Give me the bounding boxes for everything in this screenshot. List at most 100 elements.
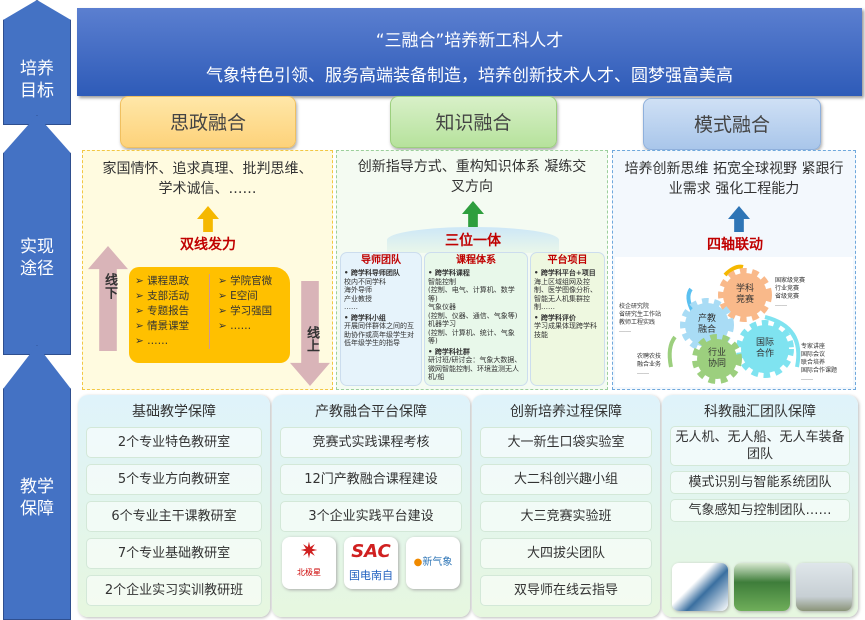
sub-heading: • 跨学科社群 [428, 347, 470, 356]
cycle-arrow [764, 315, 801, 368]
panel-title: 四轴联动 [707, 237, 763, 253]
sub-line: 海上区域组网及控制、医学图像分析、智能无人机集群控制…… [534, 277, 597, 312]
support-title: 产教融合平台保障 [315, 404, 427, 420]
gear-label: 产教 融合 [697, 314, 716, 335]
gear-icon [692, 334, 742, 384]
gear-note: 融合业务 [637, 361, 662, 368]
cycle-arrow [723, 264, 744, 277]
sub-title: 课程体系 [456, 255, 496, 266]
panel-knowledge: 创新指导方式、重构知识体系 凝练交叉方向 三位一体 导师团队• 跨学科导师团队校… [336, 150, 608, 390]
gear-note: 国际会议 [801, 351, 826, 358]
sub-mentor-team: 导师团队• 跨学科导师团队校内不同学科海外导师产业教授……• 跨学科小组开展同伴… [340, 252, 422, 386]
sub-line: 智能控制 [428, 277, 456, 286]
list-item: ➢ 课程思政 [135, 275, 190, 287]
banner-title: “三融合”培养新工科人才 [375, 31, 564, 51]
offline-label: 线下 [102, 273, 117, 299]
sub-line: 产业教授 [344, 294, 372, 303]
tab-ideology: 思政融合 [120, 96, 296, 148]
gear-note: 联合培养 [801, 359, 826, 366]
gear-note: 省研究生工作站 [619, 311, 662, 318]
stage-arrow-path [3, 115, 71, 355]
stage-label-goal: 培养 目标 [20, 59, 54, 101]
gear-notes: 校企研究院省研究生工作站教师工程实践…… [619, 303, 661, 335]
stage-arrow-goal [3, 0, 71, 125]
support-item: 12门产教融合课程建设 [280, 464, 462, 495]
support-item: 竞赛式实践课程考核 [280, 427, 462, 458]
banner-subtitle: 气象特色引领、服务高端装备制造，培养创新技术人才、圆梦强富美高 [206, 66, 733, 86]
support-item: 模式识别与智能系统团队 [670, 471, 850, 494]
gear-note: 农聘农技 [637, 353, 662, 360]
support-item: 双导师在线云指导 [480, 575, 652, 606]
support-title: 创新培养过程保障 [510, 404, 622, 420]
sub-heading: • 跨学科评价 [534, 313, 576, 322]
list-item: ➢ 情景课堂 [135, 320, 190, 332]
gear-note: 行业竞赛 [775, 285, 800, 292]
support-item: 大一新生口袋实验室 [480, 427, 652, 458]
support-title: 基础教学保障 [132, 404, 216, 420]
support-industry-platform: 产教融合平台保障竞赛式实践课程考核 12门产教融合课程建设 3个企业实践平台建设 ✷… [272, 395, 470, 617]
sub-line: 开展同伴群体之间的互助协作或高年级学生对低年级学生的指导 [344, 322, 414, 347]
gear-note: …… [775, 301, 787, 308]
online-list: ➢ 学院官微 ➢ E空间 ➢ 学习强国 ➢ …… [210, 274, 272, 334]
sub-line: (控制、计算机、统计、气象等) [428, 328, 515, 346]
sub-line: 校内不同学科 [344, 277, 386, 286]
panel-desc: 创新指导方式、重构知识体系 凝练交叉方向 [357, 159, 587, 195]
sub-line: …… [344, 303, 358, 311]
support-item: 3个企业实践平台建设 [280, 501, 462, 532]
support-innovation-process: 创新培养过程保障大一新生口袋实验室大二科创兴趣小组大三竞赛实验班大四拔尖团队双导… [472, 395, 660, 617]
sub-line: 研讨班/研讨会：气象大数据、微网智能控制、环境监测无人机/船 [428, 356, 522, 381]
support-item: 6个专业主干课教研室 [86, 501, 262, 532]
list-item: ➢ 学院官微 [218, 275, 273, 287]
support-item: 2个专业特色教研室 [86, 427, 262, 458]
up-arrow-icon [462, 201, 484, 227]
list-item: ➢ 支部活动 [135, 290, 190, 302]
gear-text-layer: 学科 竞赛国家级竞赛行业竞赛省级竞赛……产教 融合校企研究院省研究生工作站教师工… [615, 257, 853, 387]
sub-line: 海外导师 [344, 286, 372, 294]
stage-label-path: 实现 途径 [20, 237, 54, 279]
gear-icon [718, 268, 772, 322]
activity-box: ➢ 课程思政 ➢ 支部活动 ➢ 专题报告 ➢ 情景课堂 ➢ …… ➢ 学院官微 … [129, 267, 290, 363]
support-item: 大二科创兴趣小组 [480, 464, 652, 495]
gear-diagram: 学科 竞赛国家级竞赛行业竞赛省级竞赛……产教 融合校企研究院省研究生工作站教师工… [615, 257, 853, 387]
support-title: 科教融汇团队保障 [704, 404, 816, 420]
airship-field-image [734, 563, 790, 611]
gear-notes: 农聘农技融合业务…… [637, 353, 661, 377]
sub-line: 机器学习 [428, 320, 456, 328]
up-arrow-icon [728, 206, 750, 232]
list-item: ➢ …… [218, 320, 252, 332]
sub-title: 平台项目 [547, 255, 588, 266]
gear-note: 省级竞赛 [775, 293, 800, 300]
cycle-arrow [667, 335, 677, 368]
offline-list: ➢ 课程思政 ➢ 支部活动 ➢ 专题报告 ➢ 情景课堂 ➢ …… [135, 274, 210, 349]
sub-platform: 平台项目 • 跨学科平台+项目海上区域组网及控制、医学图像分析、智能无人机集群控制… [530, 252, 605, 386]
gear-note: 校企研究院 [619, 303, 650, 310]
radar-station-image [796, 563, 852, 611]
gears-svg [667, 264, 801, 384]
panel-desc: 培养创新思维 拓宽全球视野 紧跟行业需求 强化工程能力 [624, 161, 844, 197]
support-item: 5个专业方向教研室 [86, 464, 262, 495]
support-item: 气象感知与控制团队…… [670, 499, 850, 522]
sub-heading: • 跨学科平台+项目 [534, 269, 596, 277]
support-item: 无人机、无人船、无人车装备团队 [670, 426, 850, 466]
goal-banner: “三融合”培养新工科人才 气象特色引领、服务高端装备制造，培养创新技术人才、圆梦… [77, 8, 862, 96]
support-research-team: 科教融汇团队保障无人机、无人船、无人车装备团队模式识别与智能系统团队气象感知与控… [662, 395, 858, 617]
drone-system-image [672, 563, 728, 611]
sub-curriculum: 课程体系• 跨学科课程智能控制(控制、电气、计算机、数学等)气象仪器(控制、仪器… [424, 252, 528, 386]
stage-label-support: 教学 保障 [20, 477, 54, 519]
arc-decoration [387, 227, 559, 253]
gear-icon [736, 320, 794, 378]
list-item: ➢ E空间 [218, 290, 258, 302]
gear-label: 行业 协同 [707, 348, 726, 369]
gear-label: 学科 竞赛 [735, 284, 754, 305]
gear-note: …… [637, 369, 649, 376]
gear-label: 国际 合作 [755, 338, 774, 359]
sub-line: 学习成果体现跨学科技能 [534, 322, 597, 339]
panel-mode: 培养创新思维 拓宽全球视野 紧跟行业需求 强化工程能力 四轴联动 学科 竞赛国家… [612, 150, 856, 390]
sub-heading: • 跨学科小组 [344, 313, 386, 322]
up-arrow-icon [197, 206, 219, 232]
sub-line: (控制、电气、计算机、数学等) [428, 286, 515, 303]
online-label: 线上 [304, 326, 319, 352]
gear-notes: 专家讲座国际会议联合培养国际合作课题…… [801, 343, 837, 383]
